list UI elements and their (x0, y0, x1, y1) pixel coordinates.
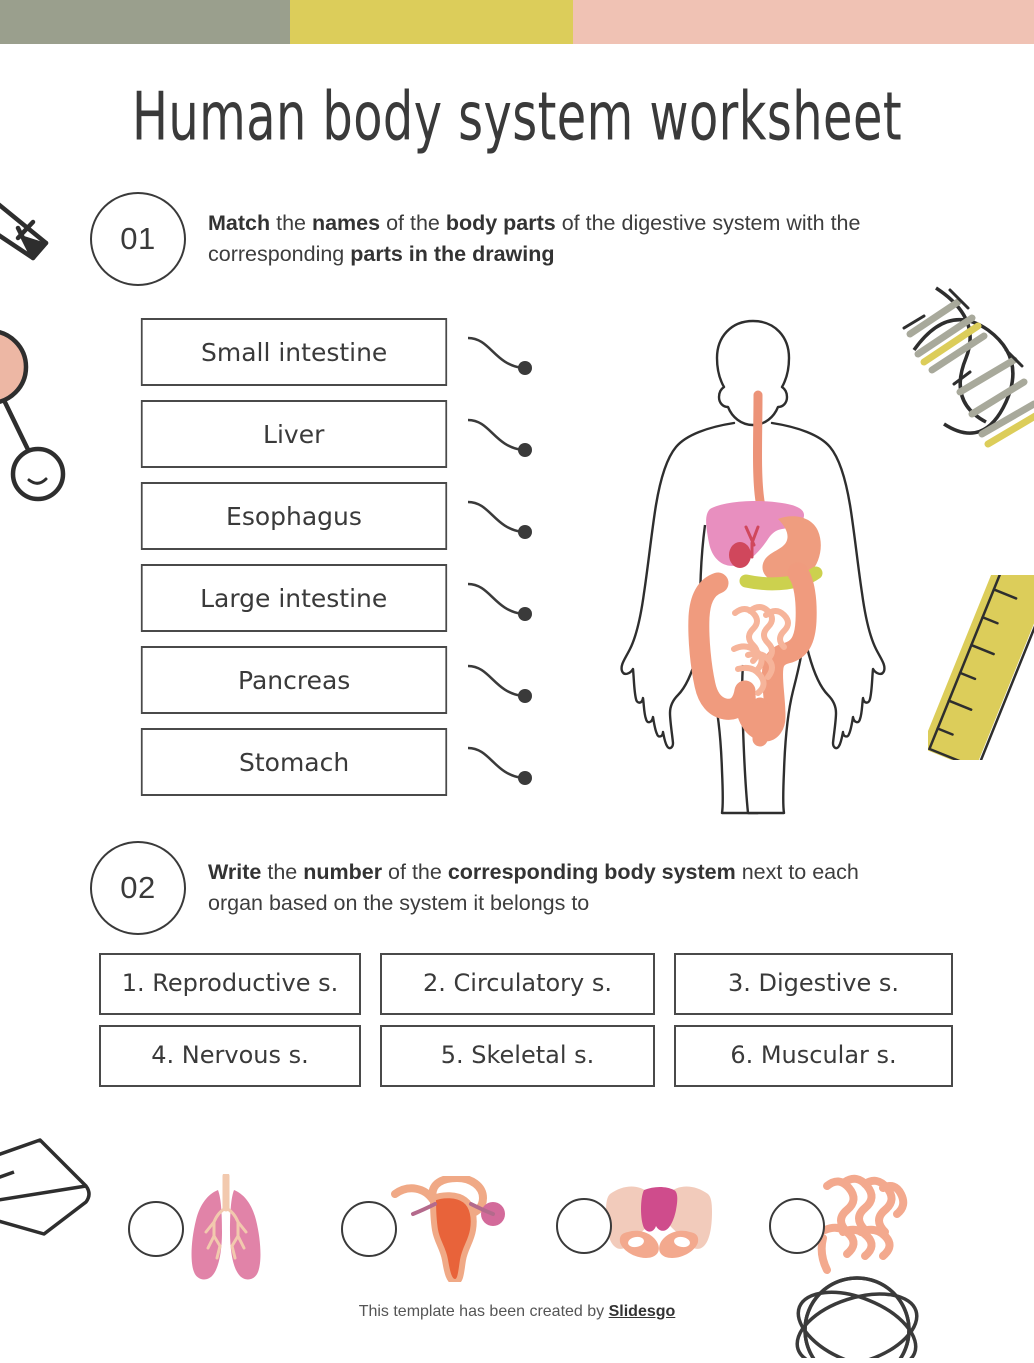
organ-name-box[interactable]: Pancreas (140, 646, 448, 714)
stomach-organ (762, 516, 821, 583)
body-system-box[interactable]: 4. Nervous s. (99, 1025, 361, 1087)
organ-name-box[interactable]: Large intestine (140, 564, 448, 632)
organ-name-box[interactable]: Liver (140, 400, 448, 468)
organ-item-lungs (128, 1174, 282, 1284)
organ-name-label: Stomach (238, 747, 350, 777)
pelvis-icon (606, 1186, 712, 1258)
exercise-01-instruction: Match the names of the body parts of the… (208, 211, 861, 266)
organ-icon-row (0, 1150, 1034, 1282)
digestive-system-diagram (620, 319, 886, 815)
small-intestine-organ (731, 604, 791, 696)
body-system-box[interactable]: 2. Circulatory s. (380, 953, 655, 1015)
body-system-box[interactable]: 5. Skeletal s. (380, 1025, 655, 1087)
body-system-label: 6. Muscular s. (730, 1041, 897, 1070)
yellow-band (290, 0, 573, 44)
exercise-number-badge-02: 02 (90, 841, 186, 935)
organ-item-uterus (341, 1176, 513, 1282)
bile-duct (744, 525, 760, 559)
body-system-label: 3. Digestive s. (728, 969, 899, 998)
organ-name-box[interactable]: Small intestine (140, 318, 448, 386)
answer-circle-small-intestine[interactable] (769, 1198, 825, 1254)
uterus-icon (391, 1176, 505, 1282)
pancreas-organ (739, 566, 823, 591)
connector-dot[interactable] (518, 607, 532, 621)
match-connector-lines (467, 336, 532, 785)
exercise-01-header: 01 Match the names of the body parts of … (90, 192, 898, 286)
connector-dot[interactable] (518, 525, 532, 539)
organ-group (688, 390, 823, 747)
organ-name-box[interactable]: Esophagus (140, 482, 448, 550)
body-system-label: 4. Nervous s. (151, 1041, 309, 1070)
exercise-02-instruction: Write the number of the corresponding bo… (208, 860, 859, 915)
pink-band (573, 0, 1034, 44)
connector-dot[interactable] (518, 689, 532, 703)
organ-item-small-intestine (769, 1172, 921, 1280)
body-system-box[interactable]: 1. Reproductive s. (99, 953, 361, 1015)
footer-credit: This template has been created by Slides… (0, 1303, 1034, 1321)
answer-circle-lungs[interactable] (128, 1201, 184, 1257)
organ-item-pelvis (556, 1176, 720, 1276)
ruler-doodle (921, 553, 1034, 770)
body-system-label: 2. Circulatory s. (423, 969, 612, 998)
connector-dot[interactable] (518, 443, 532, 457)
answer-circle-uterus[interactable] (341, 1201, 397, 1257)
organ-name-label: Pancreas (237, 665, 351, 695)
exercise-number-badge-01: 01 (90, 192, 186, 286)
body-systems-grid: 1. Reproductive s. 2. Circulatory s. 3. … (99, 953, 953, 1087)
organ-name-box-list: Small intestine Liver Esophagus Large in… (120, 318, 468, 810)
body-system-box[interactable]: 6. Muscular s. (674, 1025, 953, 1087)
page-title: Human body system worksheet (131, 78, 903, 156)
exercise-02-header: 02 Write the number of the corresponding… (90, 841, 898, 935)
gallbladder-organ (729, 542, 751, 568)
footer-text: This template has been created by (358, 1303, 609, 1320)
body-system-box[interactable]: 3. Digestive s. (674, 953, 953, 1015)
lungs-icon (191, 1174, 261, 1280)
molecule-doodle (0, 322, 77, 512)
connector-dot[interactable] (518, 771, 532, 785)
connector-dot[interactable] (518, 361, 532, 375)
organ-name-label: Small intestine (200, 337, 388, 367)
slidesgo-link[interactable]: Slidesgo (608, 1303, 676, 1320)
body-system-label: 5. Skeletal s. (440, 1041, 595, 1070)
organ-name-label: Large intestine (200, 583, 388, 613)
organ-name-label: Esophagus (226, 501, 362, 531)
small-intestine-icon (817, 1174, 908, 1274)
body-system-label: 1. Reproductive s. (121, 969, 339, 998)
top-color-bands (0, 0, 1034, 44)
sage-band (0, 0, 290, 44)
answer-circle-pelvis[interactable] (556, 1198, 612, 1254)
organ-name-label: Liver (263, 419, 325, 449)
organ-name-box[interactable]: Stomach (140, 728, 448, 796)
